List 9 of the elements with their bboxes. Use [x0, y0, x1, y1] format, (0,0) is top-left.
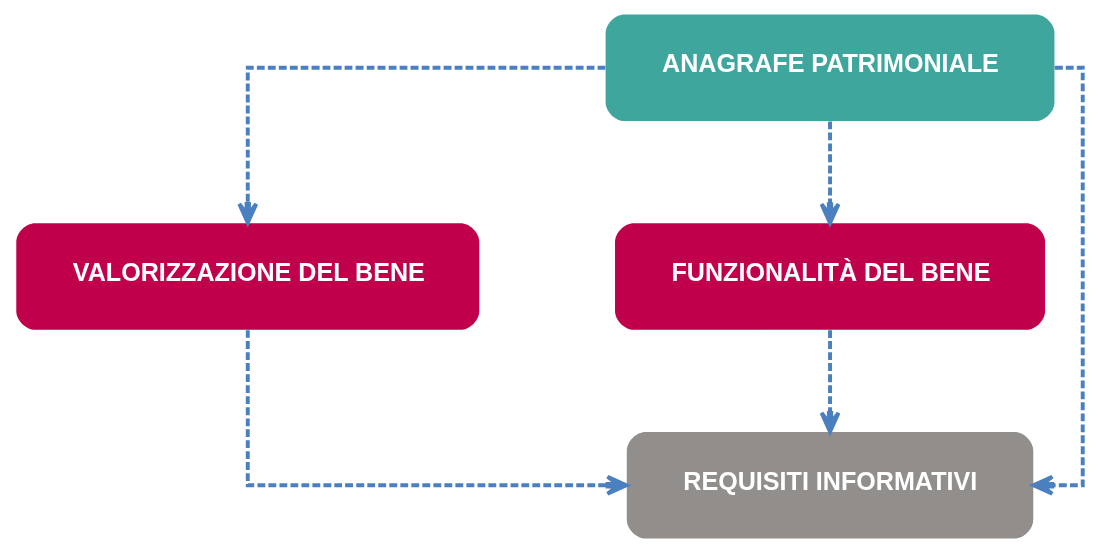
arrow — [819, 330, 841, 434]
node-box: VALORIZZAZIONE DEL BENE — [16, 223, 480, 330]
node-box: REQUISITI INFORMATIVI — [626, 431, 1034, 539]
arrow — [245, 330, 629, 496]
arrow — [1031, 65, 1085, 496]
arrow — [819, 121, 841, 225]
node-box: ANAGRAFE PATRIMONIALE — [605, 14, 1055, 122]
node-box: FUNZIONALITÀ DEL BENE — [615, 223, 1046, 330]
arrow — [237, 65, 606, 225]
